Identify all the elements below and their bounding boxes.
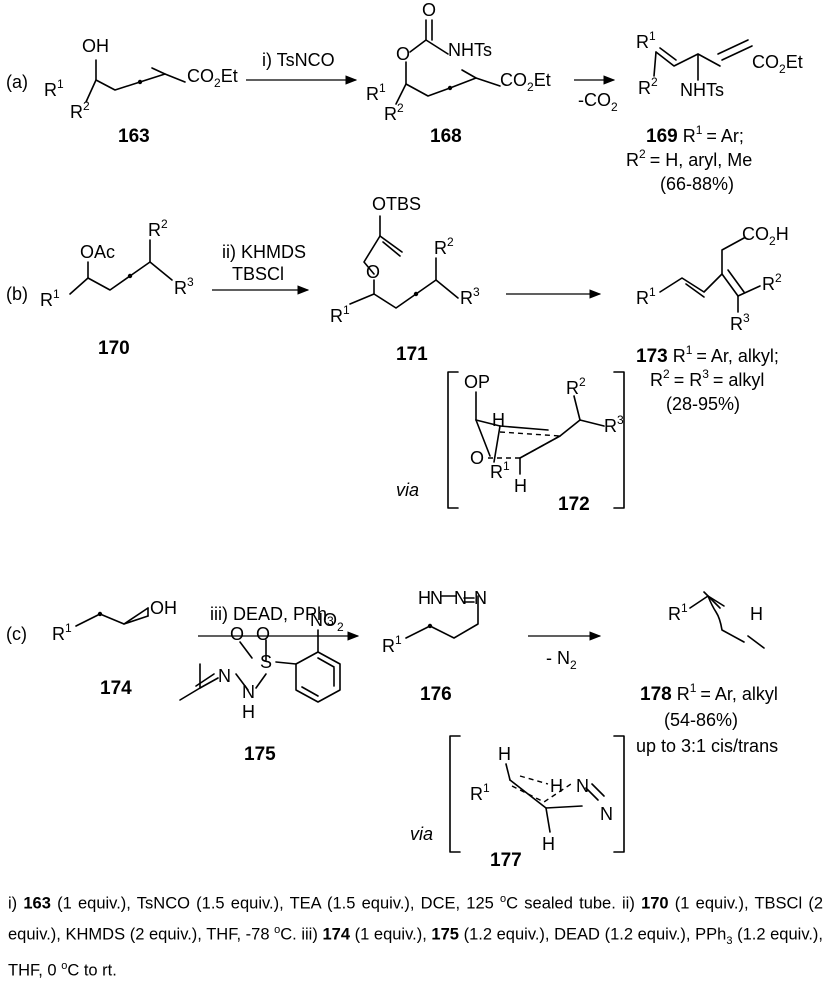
compound-172: 172 <box>558 494 590 515</box>
compound-168: 168 <box>430 126 462 147</box>
r1-text: R1 <box>470 781 490 804</box>
n-text: N <box>600 804 613 824</box>
compound-175: 175 <box>244 744 276 765</box>
compound-178-ratio: up to 3:1 cis/trans <box>636 736 778 756</box>
h-text: H <box>750 604 763 624</box>
compound-176: 176 <box>420 684 452 705</box>
structure-176: R1 H N N N <box>382 588 487 656</box>
n-text: N <box>218 666 231 686</box>
transition-state-172: OP H O R1 H R2 R3 <box>447 371 625 509</box>
r2-text: R2 <box>70 99 90 122</box>
op-text: OP <box>464 372 490 392</box>
structure-171: OTBS O R1 R2 R3 <box>330 194 480 326</box>
n-text: N <box>576 776 589 796</box>
condition-iii: iii) DEAD, PPh3 <box>210 604 334 628</box>
nhts-text: NHTs <box>680 80 724 100</box>
r2-text: R2 <box>638 75 658 98</box>
o-text: O <box>470 448 484 468</box>
condition-ii-1: ii) KHMDS <box>222 242 306 262</box>
structure-168: O O NHTs R1 R2 CO2Et <box>366 0 551 124</box>
o-text: O <box>366 262 380 282</box>
compound-171: 171 <box>396 344 428 365</box>
no2-text: NO2 <box>310 610 344 634</box>
nh-n-text: N <box>242 682 255 702</box>
r2-text: R2 <box>762 271 782 294</box>
r2-text: R2 <box>148 217 168 240</box>
structure-173: CO2H R1 R2 R3 <box>636 224 789 334</box>
compound-174: 174 <box>100 678 132 699</box>
r1-text: R1 <box>490 459 510 482</box>
h-text: H <box>492 410 505 430</box>
co2h-text: CO2H <box>742 224 789 248</box>
label-a: (a) <box>6 72 28 92</box>
co2et-text: CO2Et <box>500 70 551 94</box>
compound-169-r2: R2= H, aryl, Me <box>626 147 752 170</box>
label-c: (c) <box>6 624 27 644</box>
structure-174: OH R1 <box>52 598 177 644</box>
compound-173-yield: (28-95%) <box>666 394 740 414</box>
r3-text: R3 <box>174 275 194 298</box>
compound-169-yield: (66-88%) <box>660 174 734 194</box>
r2-text: R2 <box>434 235 454 258</box>
condition-ii-2: TBSCl <box>232 264 284 284</box>
h-text: H <box>550 776 563 796</box>
r1-text: R1 <box>52 621 72 644</box>
via-c: via <box>410 824 433 844</box>
compound-178-yield: (54-86%) <box>664 710 738 730</box>
r2-text: R2 <box>384 101 404 124</box>
r2-text: R2 <box>566 375 586 398</box>
h-text: H <box>418 588 431 608</box>
nh-h-text: H <box>242 702 255 722</box>
carbonyl-o-text: O <box>422 0 436 20</box>
r3-text: R3 <box>460 285 480 308</box>
n-text: N <box>474 588 487 608</box>
r1-text: R1 <box>330 303 350 326</box>
s-text: S <box>260 652 272 672</box>
compound-173-r2: R2= R3= alkyl <box>650 367 764 390</box>
label-b: (b) <box>6 284 28 304</box>
condition-n2-loss: - N2 <box>546 648 577 672</box>
h-text: H <box>542 834 555 854</box>
condition-i: i) TsNCO <box>262 50 335 70</box>
r3-text: R3 <box>604 413 624 436</box>
otbs-text: OTBS <box>372 194 421 214</box>
compound-170: 170 <box>98 338 130 359</box>
compound-163: 163 <box>118 126 150 147</box>
r1-text: R1 <box>636 29 656 52</box>
h-text: H <box>498 744 511 764</box>
structure-169: R1 R2 CO2Et NHTs <box>636 29 803 100</box>
o-text: O <box>256 624 270 644</box>
r1-text: R1 <box>668 601 688 624</box>
structure-170: OAc R1 R2 R3 <box>40 217 194 310</box>
r1-text: R1 <box>40 287 60 310</box>
r1-text: R1 <box>382 633 402 656</box>
r1-text: R1 <box>636 285 656 308</box>
co2et-text: CO2Et <box>752 52 803 76</box>
oh-text: OH <box>82 36 109 56</box>
r3-text: R3 <box>730 311 750 334</box>
reaction-conditions-footnote: i) 163 (1 equiv.), TsNCO (1.5 equiv.), T… <box>8 893 824 980</box>
structure-175: N S O O N H NO2 <box>179 610 344 722</box>
structure-178: R1 H <box>668 591 765 649</box>
n-text: N <box>454 588 467 608</box>
h-text: H <box>514 476 527 496</box>
o-text: O <box>230 624 244 644</box>
n-text: N <box>430 588 443 608</box>
r1-text: R1 <box>44 77 64 100</box>
condition-co2-loss: -CO2 <box>578 90 618 114</box>
oh-text: OH <box>150 598 177 618</box>
co2et-text: CO2Et <box>187 66 238 90</box>
structure-163: OH R1 R2 CO2Et <box>44 36 238 122</box>
via-b: via <box>396 480 419 500</box>
nhts-text: NHTs <box>448 40 492 60</box>
r1-text: R1 <box>366 81 386 104</box>
transition-state-177: H R1 H N N H <box>449 735 625 854</box>
compound-177: 177 <box>490 850 522 871</box>
ester-o-text: O <box>396 44 410 64</box>
oac-text: OAc <box>80 242 115 262</box>
